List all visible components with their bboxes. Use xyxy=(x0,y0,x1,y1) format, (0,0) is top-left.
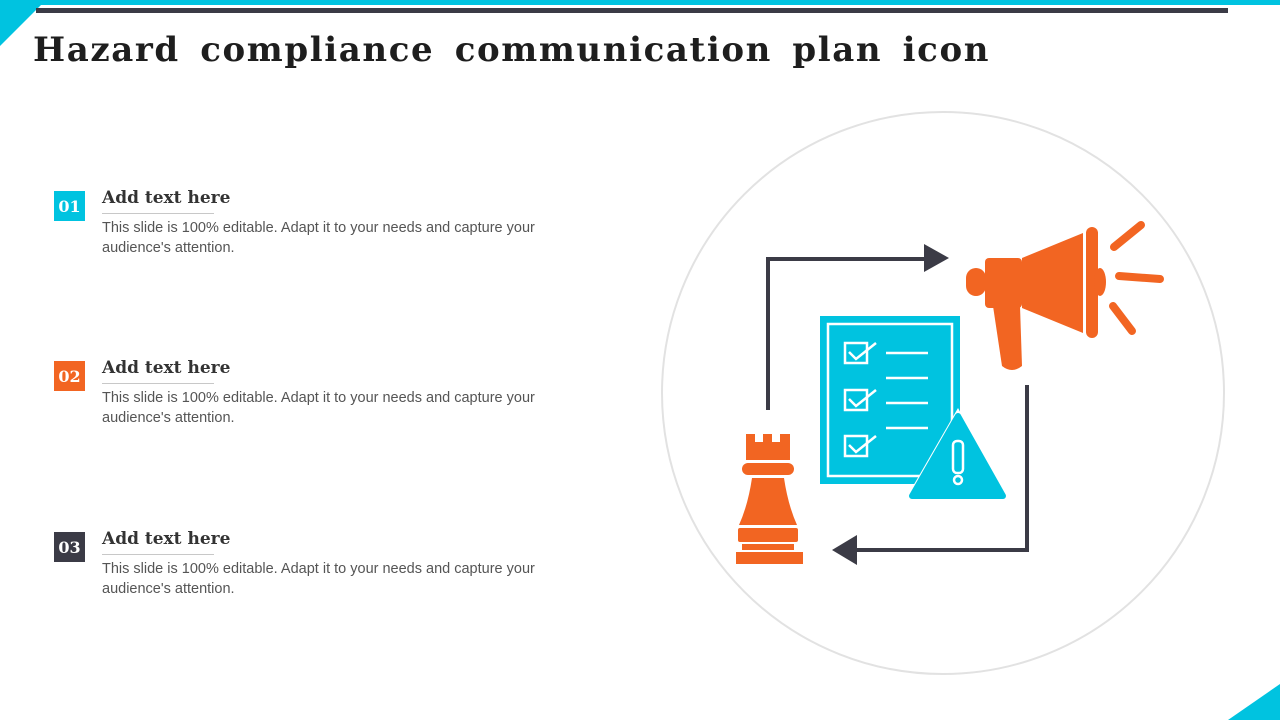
list-item: 01 Add text here This slide is 100% edit… xyxy=(54,188,574,271)
item-description: This slide is 100% editable. Adapt it to… xyxy=(102,220,535,256)
item-heading: Add text here xyxy=(102,188,231,208)
item-heading: Add text here xyxy=(102,529,231,549)
slide-title: Hazard compliance communication plan ico… xyxy=(33,30,991,70)
corner-accent-top-left xyxy=(0,0,46,46)
title-rule xyxy=(36,8,1228,13)
item-underline xyxy=(102,383,214,384)
corner-accent-bottom-right xyxy=(1228,684,1280,720)
item-description: This slide is 100% editable. Adapt it to… xyxy=(102,390,535,426)
item-heading: Add text here xyxy=(102,358,231,378)
list-item: 02 Add text here This slide is 100% edit… xyxy=(54,358,574,441)
chess-rook-icon xyxy=(736,434,803,564)
item-underline xyxy=(102,554,214,555)
hazard-communication-illustration xyxy=(661,111,1225,675)
item-underline xyxy=(102,213,214,214)
list-item: 03 Add text here This slide is 100% edit… xyxy=(54,529,574,612)
warning-triangle-icon xyxy=(905,408,1009,500)
cycle-arrows-icon xyxy=(766,244,1029,565)
item-number-badge: 01 xyxy=(54,191,85,221)
item-description: This slide is 100% editable. Adapt it to… xyxy=(102,561,535,597)
item-number-badge: 03 xyxy=(54,532,85,562)
megaphone-icon xyxy=(966,221,1164,370)
top-accent-stripe xyxy=(0,0,1280,5)
item-number-badge: 02 xyxy=(54,361,85,391)
